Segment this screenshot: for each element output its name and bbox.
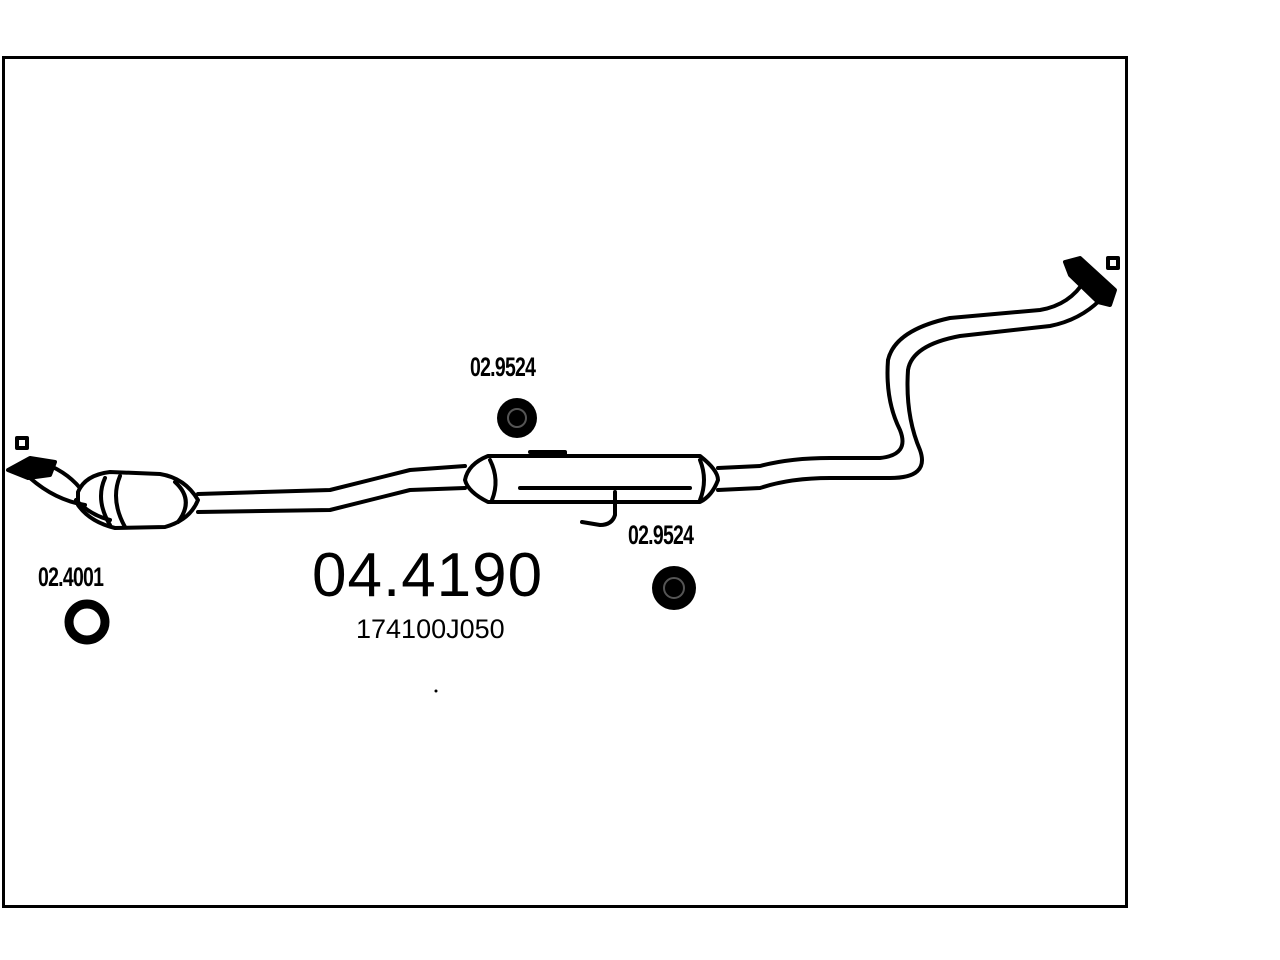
gasket-ring-icon [64,599,110,645]
intermediate-pipe-top [196,464,467,496]
rubber-hanger-bottom-icon [652,566,696,610]
stray-dot [434,689,438,693]
tailpipe-top [716,278,1087,470]
hanger-bottom-part-label: 02.9524 [628,520,694,550]
middle-silencer [463,450,720,504]
oem-part-number: 174100J050 [356,614,505,644]
catalytic-converter [74,470,200,530]
front-flange [6,436,57,480]
rubber-hanger-top-icon [497,398,537,438]
gasket-part-label: 02.4001 [38,562,104,592]
diagram-frame [2,56,1128,908]
rear-flange [1063,256,1120,307]
main-part-number: 04.4190 [312,541,544,610]
tailpipe-bottom [716,298,1102,492]
hanger-hook [580,490,617,527]
hanger-top-part-label: 02.9524 [470,352,536,382]
intermediate-pipe-bottom [196,486,467,514]
